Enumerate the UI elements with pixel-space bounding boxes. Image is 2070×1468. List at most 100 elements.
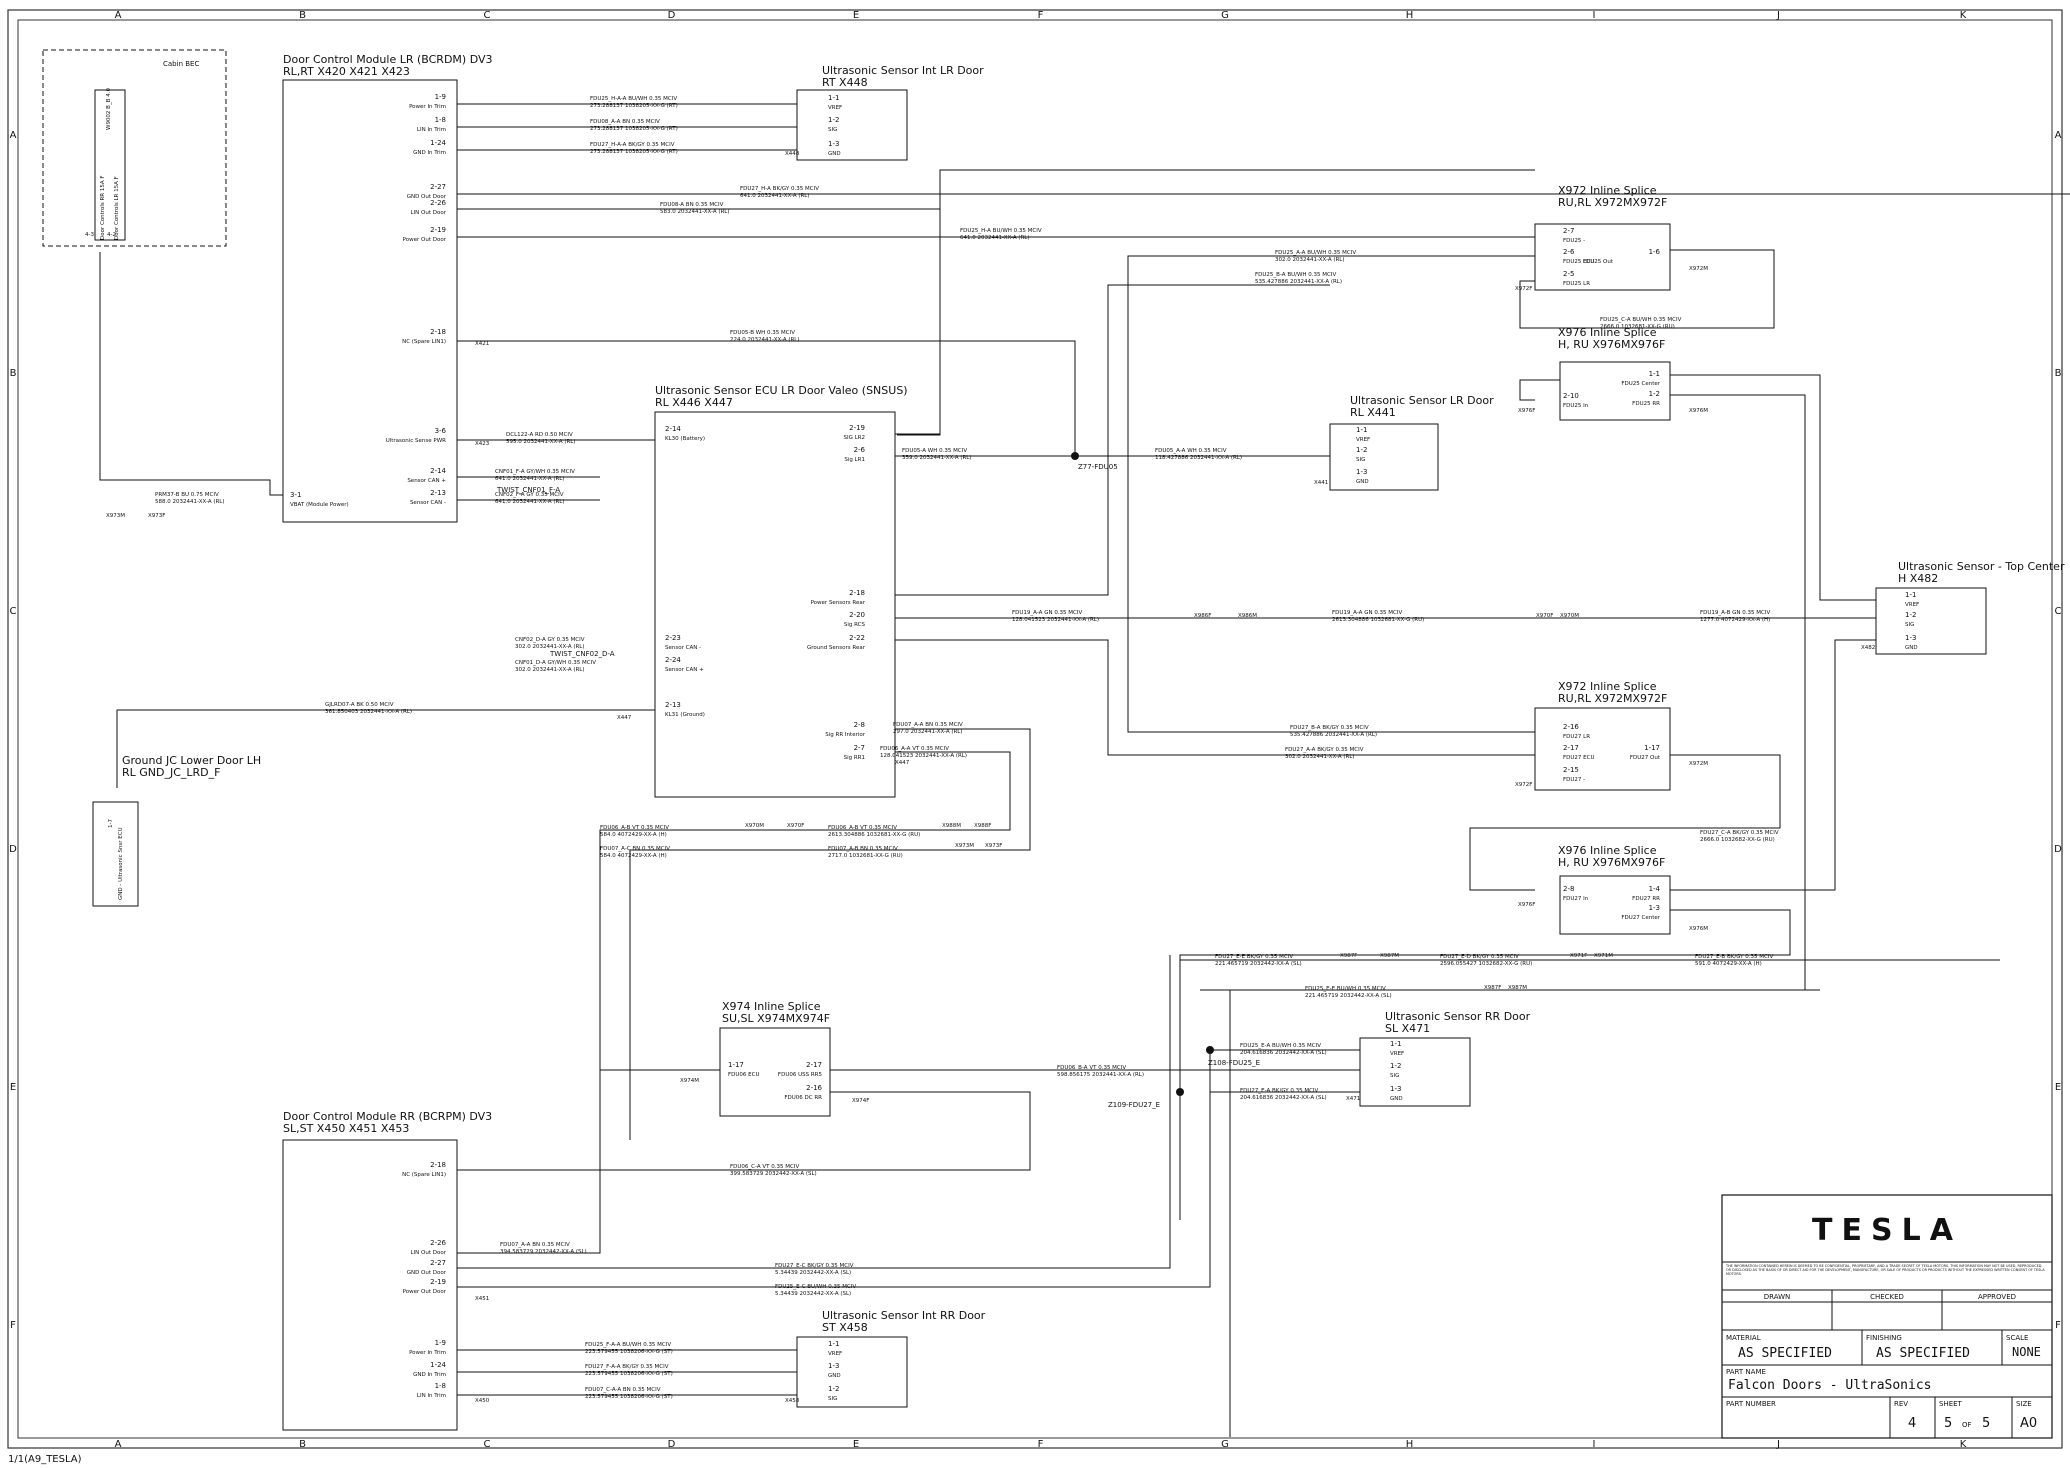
wire-name: FDU25_H-A-A BU/WH 0.35 MCIV	[590, 96, 677, 102]
pin-name: Sig LR1	[844, 457, 865, 463]
wire-name: FDU07_A-A BN 0.35 MCIV	[500, 1242, 570, 1248]
pin-number: 2-16	[1563, 723, 1579, 731]
wire-name: FDU19_A-A GN 0.35 MCIV	[1332, 610, 1403, 616]
pin-number: 2-16	[806, 1084, 822, 1092]
pin-number: 1-3	[1905, 634, 1916, 642]
pin-name: LIN Out Door	[411, 1250, 447, 1256]
pin-name: Power Sensors Rear	[811, 600, 866, 606]
grid-col-label: C	[484, 1439, 491, 1450]
wire-name: FDU07_A-B BN 0.35 MCIV	[828, 846, 898, 852]
wire-name: FDU27_F-A-A BK/GY 0.35 MCIV	[585, 1364, 669, 1370]
pin-number: 2-17	[1563, 744, 1579, 752]
wire-name: FDU25_A-A BU/WH 0.35 MCIV	[1275, 250, 1356, 256]
pin-number: 1-24	[430, 1361, 446, 1369]
wire-length: 128.041523 2032441-XX-A (RL)	[1012, 617, 1099, 623]
grid-col-label: B	[299, 1439, 306, 1450]
pin-number: 1-17	[728, 1061, 744, 1069]
pin-number: 2-24	[665, 656, 681, 664]
wire-length: 394.583729 2032442-XX-A (SL)	[500, 1249, 587, 1255]
wire-length: 1277.0 4072429-XX-A (H)	[1700, 617, 1770, 623]
dcm-lr: Door Control Module LR (BCRDM) DV3 RL,RT…	[282, 53, 493, 523]
ecu-module: Ultrasonic Sensor ECU LR Door Valeo (SNS…	[654, 384, 908, 798]
wire-labels: FDU25_H-A-A BU/WH 0.35 MCIV 273.288137 10…	[155, 96, 1779, 1400]
connector-label: X987F	[1484, 985, 1501, 991]
connector-label: X973M	[106, 513, 125, 519]
pin-number: 2-5	[1563, 270, 1574, 278]
connector-label: X447	[617, 715, 632, 721]
tb-approved: APPROVED	[1978, 1293, 2016, 1301]
us-int-lr-subtitle: RT X448	[822, 76, 868, 89]
x974-title: X974 Inline Splice	[722, 1000, 821, 1013]
pin-name: SIG	[1356, 457, 1365, 463]
pin-name: Sensor CAN -	[410, 500, 446, 506]
pin-name: GND Out Door	[407, 1270, 447, 1276]
grid-col-label: C	[484, 10, 491, 21]
cabin-bec-fuse-lr: Door Controls LR 15A F	[114, 176, 120, 240]
pin-number: 1-6	[1649, 248, 1661, 256]
wire-name: FDU06_C-A VT 0.35 MCIV	[730, 1164, 799, 1170]
us-rr-door-subtitle: SL X471	[1385, 1022, 1430, 1035]
wire-name: FDU27_E-D BK/GY 0.35 MCIV	[1440, 954, 1519, 960]
wire-name: DCL122-A RD 0.50 MCIV	[506, 432, 573, 438]
pin-name: KL31 (Ground)	[665, 712, 705, 718]
dcm-lr-subtitle: RL,RT X420 X421 X423	[283, 65, 410, 78]
wire-length: 641.0 2032441-XX-A (RL)	[495, 476, 565, 482]
wire-length: 535.427886 2032441-XX-A (RL)	[1255, 279, 1342, 285]
connector-label: X987M	[1508, 985, 1527, 991]
ground-jc-title: Ground JC Lower Door LH	[122, 754, 261, 767]
wire-name: FDU19_A-A GN 0.35 MCIV	[1012, 610, 1083, 616]
x976a-title: X976 Inline Splice	[1558, 326, 1657, 339]
x974-splice: X974 Inline Splice SU,SL X974MX974F 1-17…	[719, 1000, 831, 1117]
wire-length: 2717.0 1032681-XX-G (RU)	[828, 853, 903, 859]
grid-col-label: K	[1960, 10, 1967, 21]
wire-name: CNF01_D-A GY/WH 0.35 MCIV	[515, 660, 596, 666]
wire-name: FDU06_A-B VT 0.35 MCIV	[600, 825, 669, 831]
pin-name: SIG	[828, 1396, 837, 1402]
pin-number: 1-3	[828, 1362, 839, 1370]
pin-name: FDU25 In	[1563, 403, 1589, 409]
pin-number: 2-27	[430, 1259, 446, 1267]
pin-number: 1-1	[1649, 370, 1660, 378]
pin-number: 2-26	[430, 1239, 446, 1247]
pin-name: VREF	[828, 105, 842, 111]
wire-length: 584.0 4072429-XX-A (H)	[600, 853, 667, 859]
connector-label: X970F	[787, 823, 804, 829]
wire-length: 221.465719 2032442-XX-A (SL)	[1305, 993, 1392, 999]
ground-jc-subtitle: RL GND_JC_LRD_F	[122, 766, 220, 779]
wire-length: 5.34439 2032442-XX-A (SL)	[775, 1270, 851, 1276]
grid-col-label: E	[853, 10, 859, 21]
wire-name: FDU25_B-A BU/WH 0.35 MCIV	[1255, 272, 1336, 278]
tb-sheet-total: 5	[1982, 1416, 1990, 1431]
grid-col-label: F	[1038, 10, 1044, 21]
pin-number: 1-1	[828, 94, 839, 102]
grid-col-label: A	[115, 1439, 122, 1450]
pin-number: 2-27	[430, 183, 446, 191]
pin-number: 2-18	[849, 589, 865, 597]
pin-name: GND	[828, 1373, 841, 1379]
connector-label: X448	[785, 151, 800, 157]
ecu-subtitle: RL X446 X447	[655, 396, 733, 409]
pin-number: 2-23	[665, 634, 681, 642]
tb-checked: CHECKED	[1870, 1293, 1904, 1301]
pin-number: 2-18	[430, 328, 446, 336]
pin-number: 2-18	[430, 1161, 446, 1169]
wire-length: 535.427886 2032441-XX-A (RL)	[1290, 732, 1377, 738]
tesla-logo: TESLA	[1812, 1213, 1962, 1248]
x976b-title: X976 Inline Splice	[1558, 844, 1657, 857]
tb-material-label: MATERIAL	[1726, 1334, 1761, 1342]
connector-label: X447	[895, 760, 910, 766]
wire-length: 595.0 2032441-XX-A (RL)	[506, 439, 576, 445]
pin-number: 1-3	[1356, 468, 1367, 476]
border-inner	[17, 19, 2053, 1439]
pin-number: 2-20	[849, 611, 865, 619]
grid-col-label: B	[299, 10, 306, 21]
wire-length: 273.288137 1038205-XX-G (RT)	[590, 149, 678, 155]
wire-length: 224.0 2032441-XX-A (RL)	[730, 337, 800, 343]
connector-label: X973F	[985, 843, 1002, 849]
pin-number: 1-3	[828, 140, 839, 148]
grid-row-label: A	[10, 130, 17, 141]
grid-row-label: F	[2055, 1320, 2061, 1331]
wire-name: FDU05-B WH 0.35 MCIV	[730, 330, 795, 336]
